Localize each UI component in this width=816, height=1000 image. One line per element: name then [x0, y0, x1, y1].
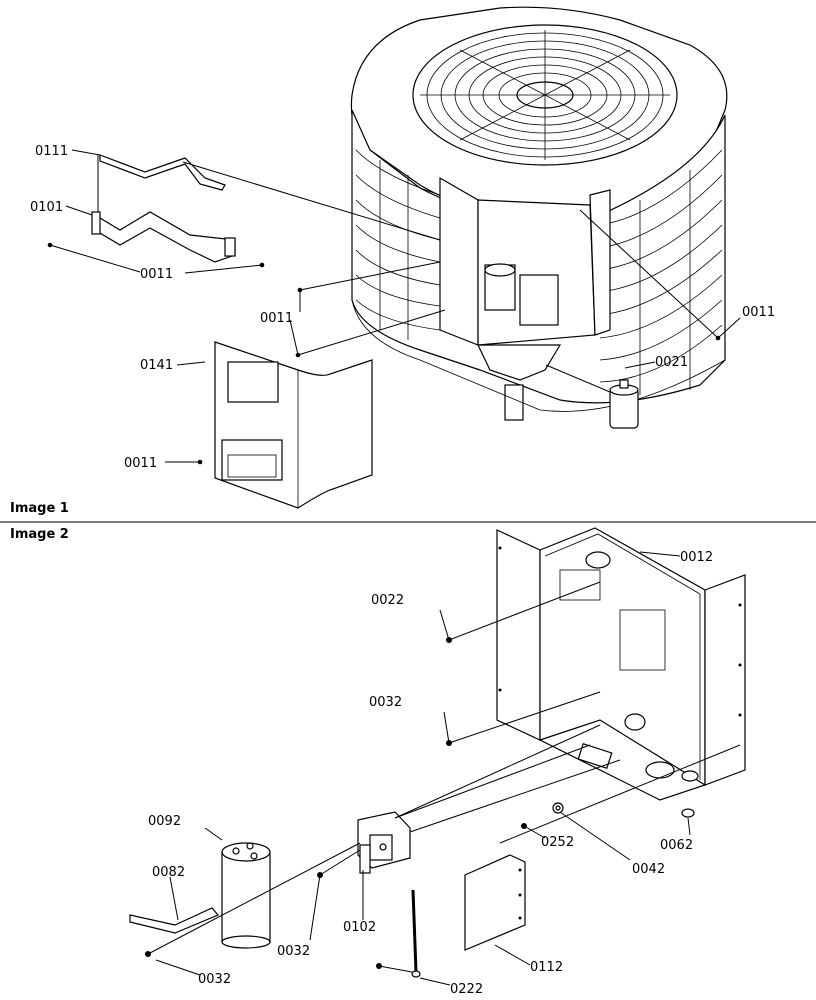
label-0011-lower: 0011	[124, 456, 157, 471]
label-0101: 0101	[30, 200, 63, 215]
section-title-image2: Image 2	[10, 527, 69, 542]
image1-leaders	[47, 149, 741, 465]
capacitor	[221, 842, 271, 949]
label-0032-bottom: 0032	[198, 972, 231, 987]
image2-leaders	[147, 551, 741, 986]
cover-plate	[464, 854, 526, 951]
control-box	[496, 527, 746, 801]
label-0092: 0092	[148, 814, 181, 829]
filter-drier	[609, 379, 639, 429]
label-0111: 0111	[35, 144, 68, 159]
label-0021: 0021	[655, 355, 688, 370]
section-title-image1: Image 1	[10, 501, 69, 516]
wire-tie	[411, 889, 421, 978]
image2-illustration: 0012 0022 0032 0092 0082 0252 0062 0042 …	[129, 527, 746, 997]
label-0252: 0252	[541, 835, 574, 850]
label-0112: 0112	[530, 960, 563, 975]
contactor	[357, 811, 411, 874]
label-0012: 0012	[680, 550, 713, 565]
top-bracket	[99, 154, 226, 191]
label-0011-right: 0011	[742, 305, 775, 320]
lower-bracket	[91, 211, 236, 263]
label-0042: 0042	[632, 862, 665, 877]
plug	[681, 808, 695, 818]
label-0102: 0102	[343, 920, 376, 935]
label-0022: 0022	[371, 593, 404, 608]
grommet	[552, 802, 564, 814]
label-0011-brackets: 0011	[140, 267, 173, 282]
label-0032-mid: 0032	[277, 944, 310, 959]
image1-illustration: 0111 0101 0011 0011 0011 0141 0021 0011	[30, 6, 775, 509]
label-0032-top: 0032	[369, 695, 402, 710]
capacitor-strap	[129, 907, 219, 934]
condenser-unit	[350, 6, 728, 421]
label-0222: 0222	[450, 982, 483, 997]
label-0082: 0082	[152, 865, 185, 880]
label-0011-panel: 0011	[260, 311, 293, 326]
label-0062: 0062	[660, 838, 693, 853]
service-panel	[214, 341, 373, 509]
label-0141: 0141	[140, 358, 173, 373]
